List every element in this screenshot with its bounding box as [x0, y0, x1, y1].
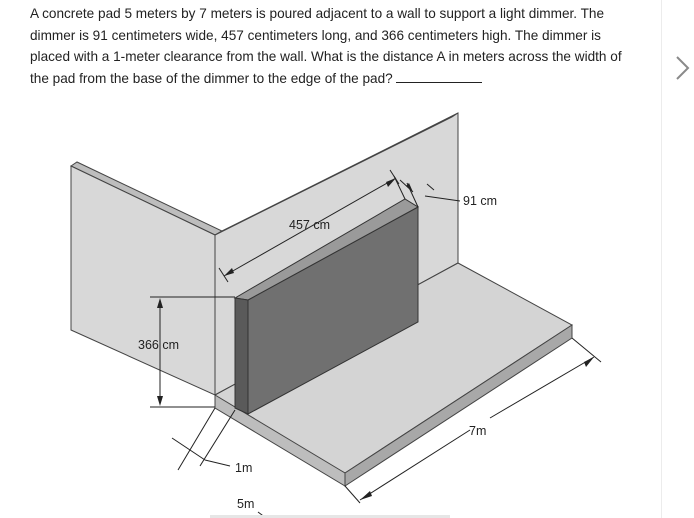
next-button[interactable] — [666, 52, 694, 84]
pad-length-label: 7m — [469, 424, 486, 438]
dimmer-side — [234, 297, 249, 415]
dimmer-pad-diagram: 457 cm 91 cm 366 cm 1m 5m 7m — [69, 112, 602, 518]
width-label: 91 cm — [463, 194, 497, 208]
pad-length-dimension-line — [359, 429, 471, 501]
pad-width-label: 5m — [237, 497, 254, 511]
length-label: 457 cm — [289, 218, 330, 232]
panel-divider — [661, 0, 662, 518]
question-text: A concrete pad 5 meters by 7 meters is p… — [30, 3, 640, 89]
answer-blank — [395, 69, 482, 83]
question-panel: A concrete pad 5 meters by 7 meters is p… — [30, 3, 640, 518]
question-body: A concrete pad 5 meters by 7 meters is p… — [30, 6, 622, 86]
left-wall — [70, 165, 216, 396]
chevron-right-icon — [676, 56, 690, 80]
clearance-label: 1m — [235, 461, 252, 475]
height-label: 366 cm — [138, 338, 179, 352]
length-dimension-line — [223, 177, 397, 277]
width-leader — [424, 195, 461, 202]
bottom-scroll-edge — [210, 515, 450, 518]
